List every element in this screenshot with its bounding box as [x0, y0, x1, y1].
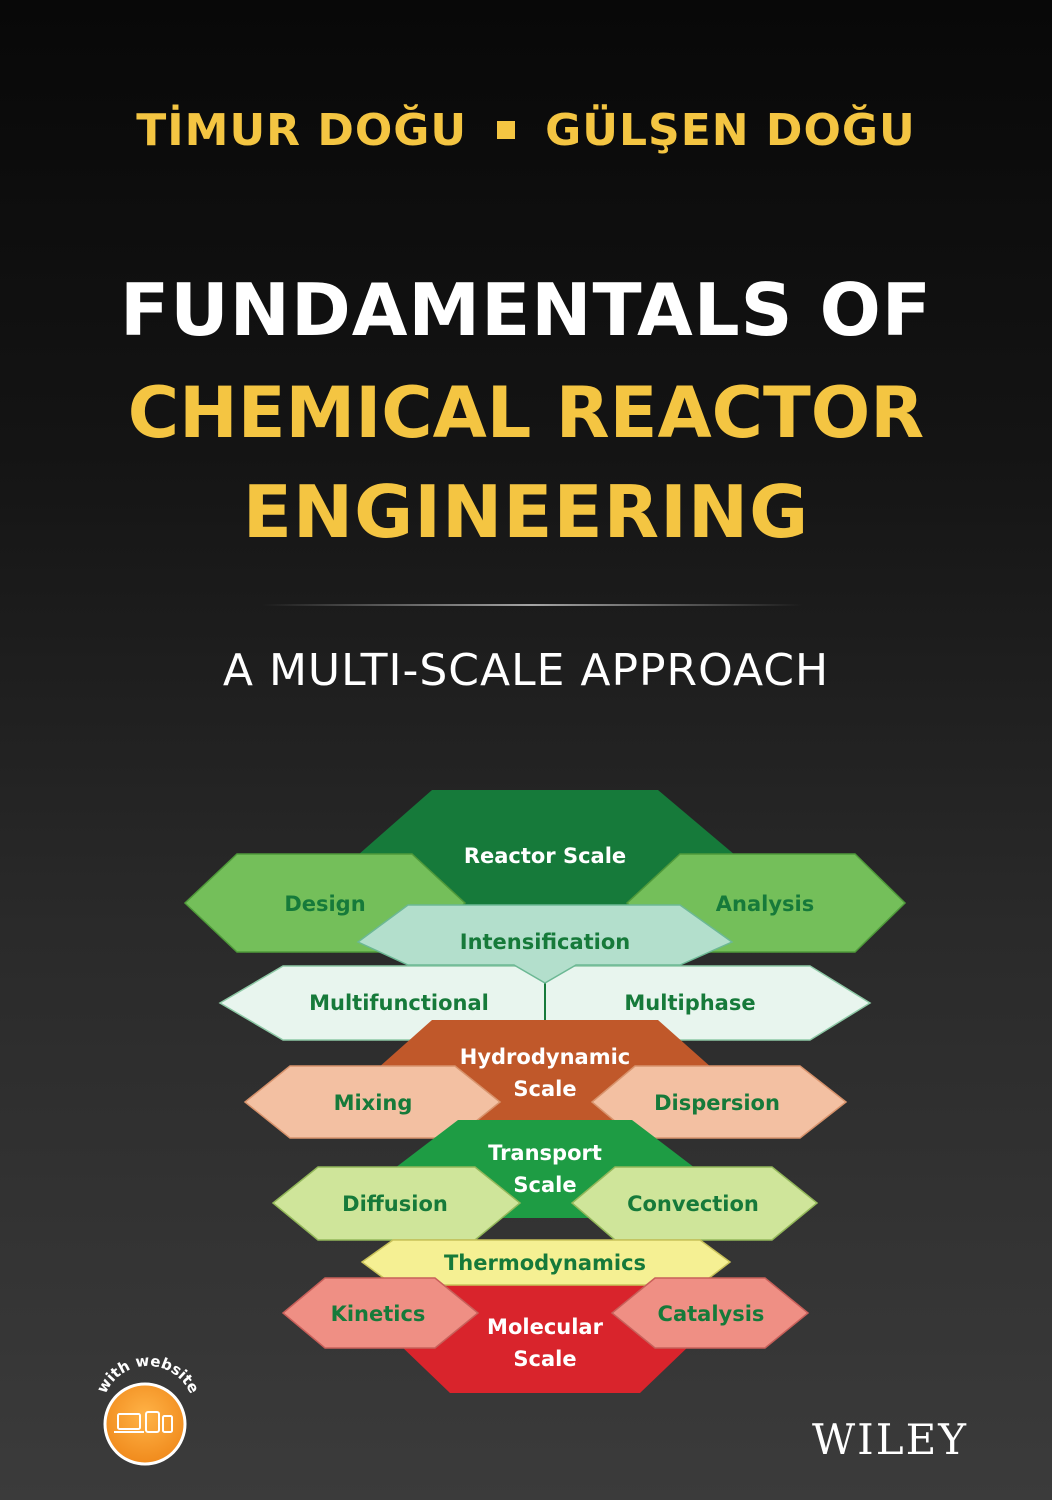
label-analysis: Analysis — [716, 892, 814, 916]
label-intensification: Intensification — [460, 930, 631, 954]
label-design: Design — [284, 892, 365, 916]
label-multifunctional: Multifunctional — [309, 991, 489, 1015]
label-kinetics: Kinetics — [331, 1302, 426, 1326]
label-diffusion: Diffusion — [342, 1192, 448, 1216]
label-dispersion: Dispersion — [654, 1091, 780, 1115]
hex-reactor-scale — [358, 790, 735, 915]
label-transport-2: Scale — [513, 1173, 576, 1197]
label-catalysis: Catalysis — [658, 1302, 765, 1326]
label-transport-1: Transport — [488, 1141, 602, 1165]
author-separator — [497, 121, 516, 139]
label-molecular-1: Molecular — [487, 1315, 604, 1339]
publisher-logo: WILEY — [812, 1415, 969, 1464]
hex-kinetics — [281, 1277, 480, 1349]
label-multiphase: Multiphase — [624, 991, 755, 1015]
label-reactor-scale: Reactor Scale — [464, 844, 626, 868]
divider-rule — [262, 604, 802, 606]
title-line-2: CHEMICAL REACTOR — [127, 372, 925, 454]
label-hydrodynamic-1: Hydrodynamic — [460, 1045, 630, 1069]
label-thermodynamics: Thermodynamics — [444, 1251, 646, 1275]
author-2: GÜLŞEN DOĞU — [545, 104, 916, 156]
website-badge: with website — [93, 1352, 203, 1466]
label-convection: Convection — [627, 1192, 759, 1216]
label-molecular-2: Scale — [513, 1347, 576, 1371]
authors: TİMUR DOĞU GÜLŞEN DOĞU — [0, 100, 1052, 160]
devices-icon — [114, 1411, 173, 1433]
title-line-3: ENGINEERING — [242, 470, 810, 554]
subtitle: A MULTI-SCALE APPROACH — [222, 645, 830, 696]
hex-dispersion — [590, 1065, 848, 1139]
label-hydrodynamic-2: Scale — [513, 1077, 576, 1101]
hex-convection — [570, 1166, 819, 1241]
author-1: TİMUR DOĞU — [136, 104, 468, 156]
label-mixing: Mixing — [334, 1091, 413, 1115]
hex-intensification — [356, 904, 734, 984]
title-line-1: FUNDAMENTALS OF — [120, 268, 932, 352]
hex-catalysis — [610, 1277, 810, 1349]
